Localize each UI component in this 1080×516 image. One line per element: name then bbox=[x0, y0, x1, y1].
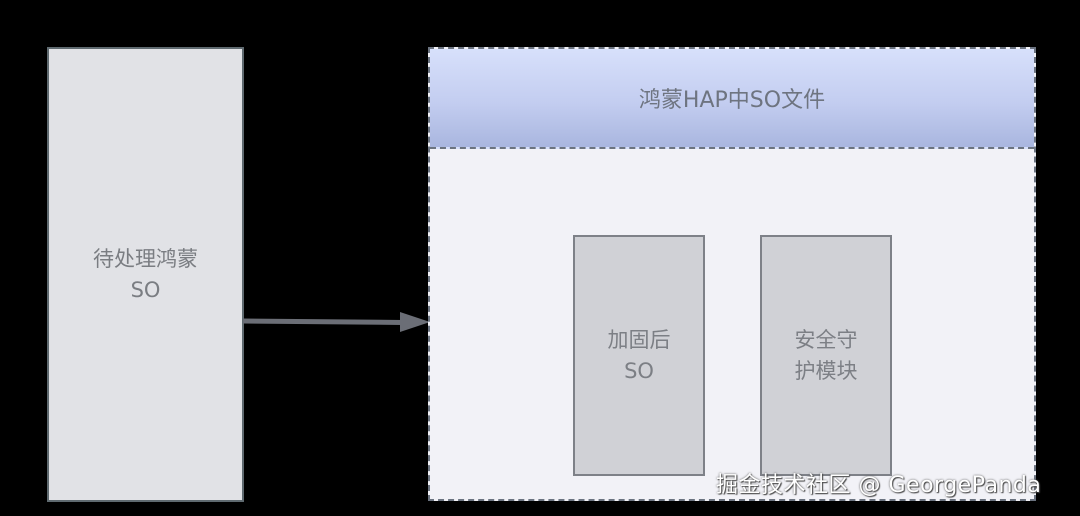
source-so-node: 待处理鸿蒙 SO bbox=[47, 47, 244, 502]
security-module-line2: 护模块 bbox=[794, 358, 858, 383]
security-module-node: 安全守 护模块 bbox=[760, 235, 892, 476]
hap-so-container: 鸿蒙HAP中SO文件 加固后 SO 安全守 护模块 bbox=[428, 47, 1036, 501]
source-so-label-line2: SO bbox=[130, 277, 161, 302]
hardened-so-node: 加固后 SO bbox=[573, 235, 705, 476]
watermark: 掘金技术社区 @ GeorgePanda bbox=[716, 473, 1042, 498]
hap-so-title: 鸿蒙HAP中SO文件 bbox=[638, 88, 826, 113]
security-module-line1: 安全守 bbox=[794, 327, 858, 352]
hardened-so-line2: SO bbox=[624, 358, 654, 383]
hardened-so-line1: 加固后 bbox=[607, 327, 671, 352]
hap-so-header: 鸿蒙HAP中SO文件 bbox=[430, 49, 1034, 149]
source-so-label-line1: 待处理鸿蒙 bbox=[93, 246, 198, 271]
flow-arrow-icon bbox=[243, 312, 430, 332]
